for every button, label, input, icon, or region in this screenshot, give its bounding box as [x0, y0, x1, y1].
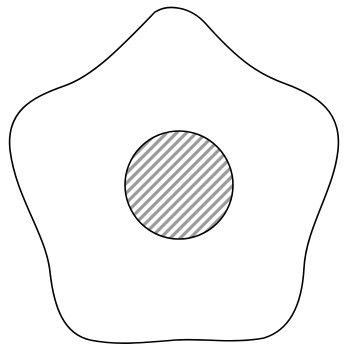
- hatched-inner-circle: [125, 131, 233, 239]
